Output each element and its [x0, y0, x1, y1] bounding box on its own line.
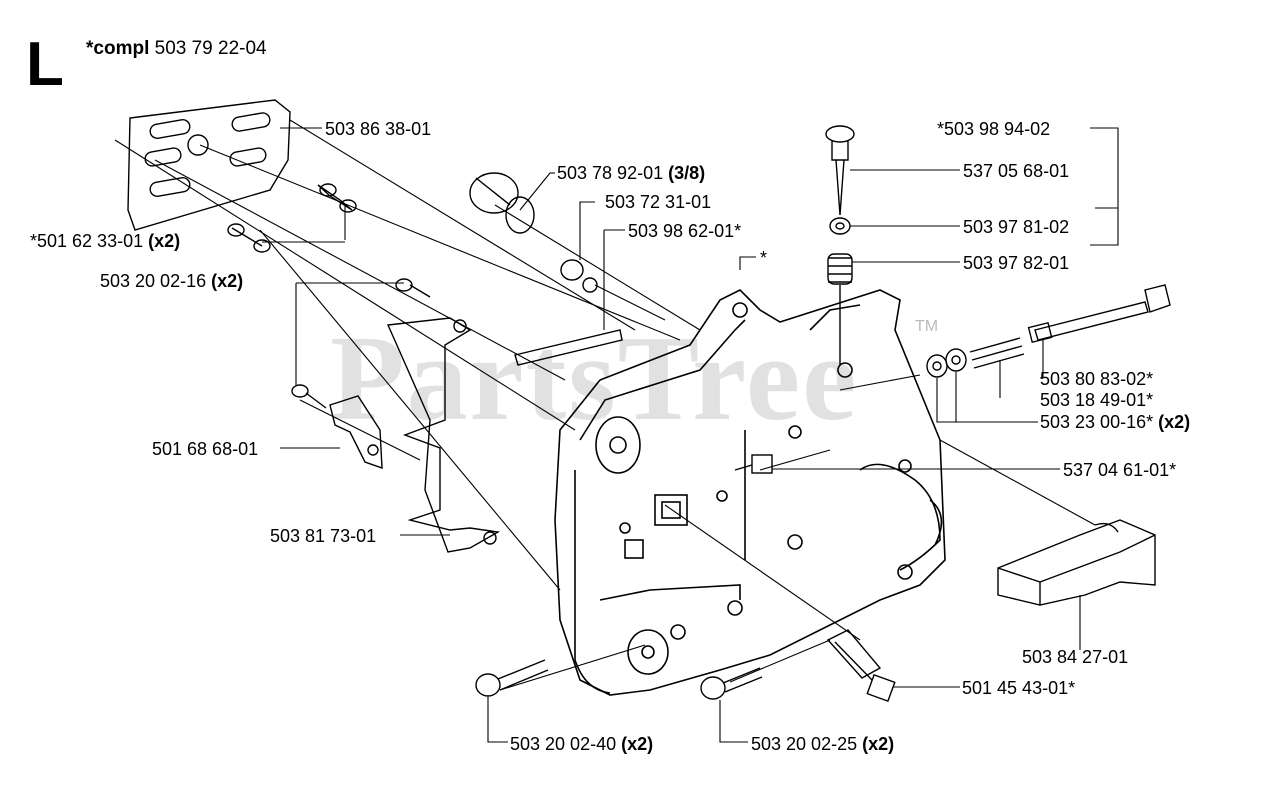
callout-tensioner-spring: 503 18 49-01*: [1040, 390, 1154, 410]
callout-side-plate: 503 81 73-01: [270, 526, 377, 546]
callout-adjuster-pin: 537 04 61-01*: [1063, 460, 1177, 480]
pins: [227, 183, 357, 253]
bracket: [329, 395, 383, 470]
callout-bolt-40: 503 20 02-40 (x2): [510, 734, 654, 754]
small-screws: [291, 278, 431, 409]
spring-bar: [514, 329, 623, 366]
callout-tensioner-washer: 503 23 00-16* (x2): [1040, 412, 1191, 432]
adjuster-screw-stack: [825, 125, 855, 365]
bolt-45: [826, 629, 896, 703]
section-letter: L: [26, 30, 64, 99]
guide-bar-plate: [127, 99, 291, 231]
bolt-25: [700, 667, 763, 700]
callout-chain-catcher: 503 84 27-01: [1022, 647, 1129, 667]
callout-bolt-45: 501 45 43-01*: [962, 678, 1076, 698]
tensioner-assembly: [926, 284, 1171, 378]
callout-adjuster-spring: 503 97 82-01: [963, 253, 1070, 273]
callout-spring: 503 98 62-01*: [628, 221, 742, 241]
callout-adjuster-kit: *503 98 94-02: [937, 119, 1051, 139]
callout-guide-bar-plate: 503 86 38-01: [325, 119, 432, 139]
complete-assembly-label: *compl 503 79 22-04: [86, 38, 267, 60]
callout-bolt-25: 503 20 02-25 (x2): [751, 734, 895, 754]
callout-washer: 503 97 81-02: [963, 217, 1070, 237]
callout-bracket: 501 68 68-01: [152, 439, 259, 459]
chain-catcher-block: [997, 519, 1156, 606]
compl-prefix: *compl: [86, 38, 150, 59]
callout-oil-cap: 503 78 92-01 (3/8): [557, 163, 706, 183]
adjuster-pin: [734, 454, 773, 474]
oil-cap: [469, 172, 535, 234]
callout-cover-star: *: [760, 248, 768, 268]
callout-adjuster-screw: 537 05 68-01: [963, 161, 1070, 181]
callout-small-pin: 503 72 31-01: [605, 192, 712, 212]
small-pin: [560, 259, 598, 293]
watermark-tm: TM: [915, 318, 939, 335]
compl-number: 503 79 22-04: [154, 38, 267, 59]
callout-screw: 503 20 02-16 (x2): [100, 271, 244, 291]
callout-tensioner-screw: 503 80 83-02*: [1040, 369, 1154, 389]
side-plate: [386, 317, 501, 553]
assembly-lines: [114, 119, 1096, 691]
leader-lines: [262, 127, 1119, 743]
clutch-cover: [554, 289, 946, 696]
bolt-40: [475, 659, 549, 697]
callout-pin: *501 62 33-01 (x2): [30, 231, 181, 251]
